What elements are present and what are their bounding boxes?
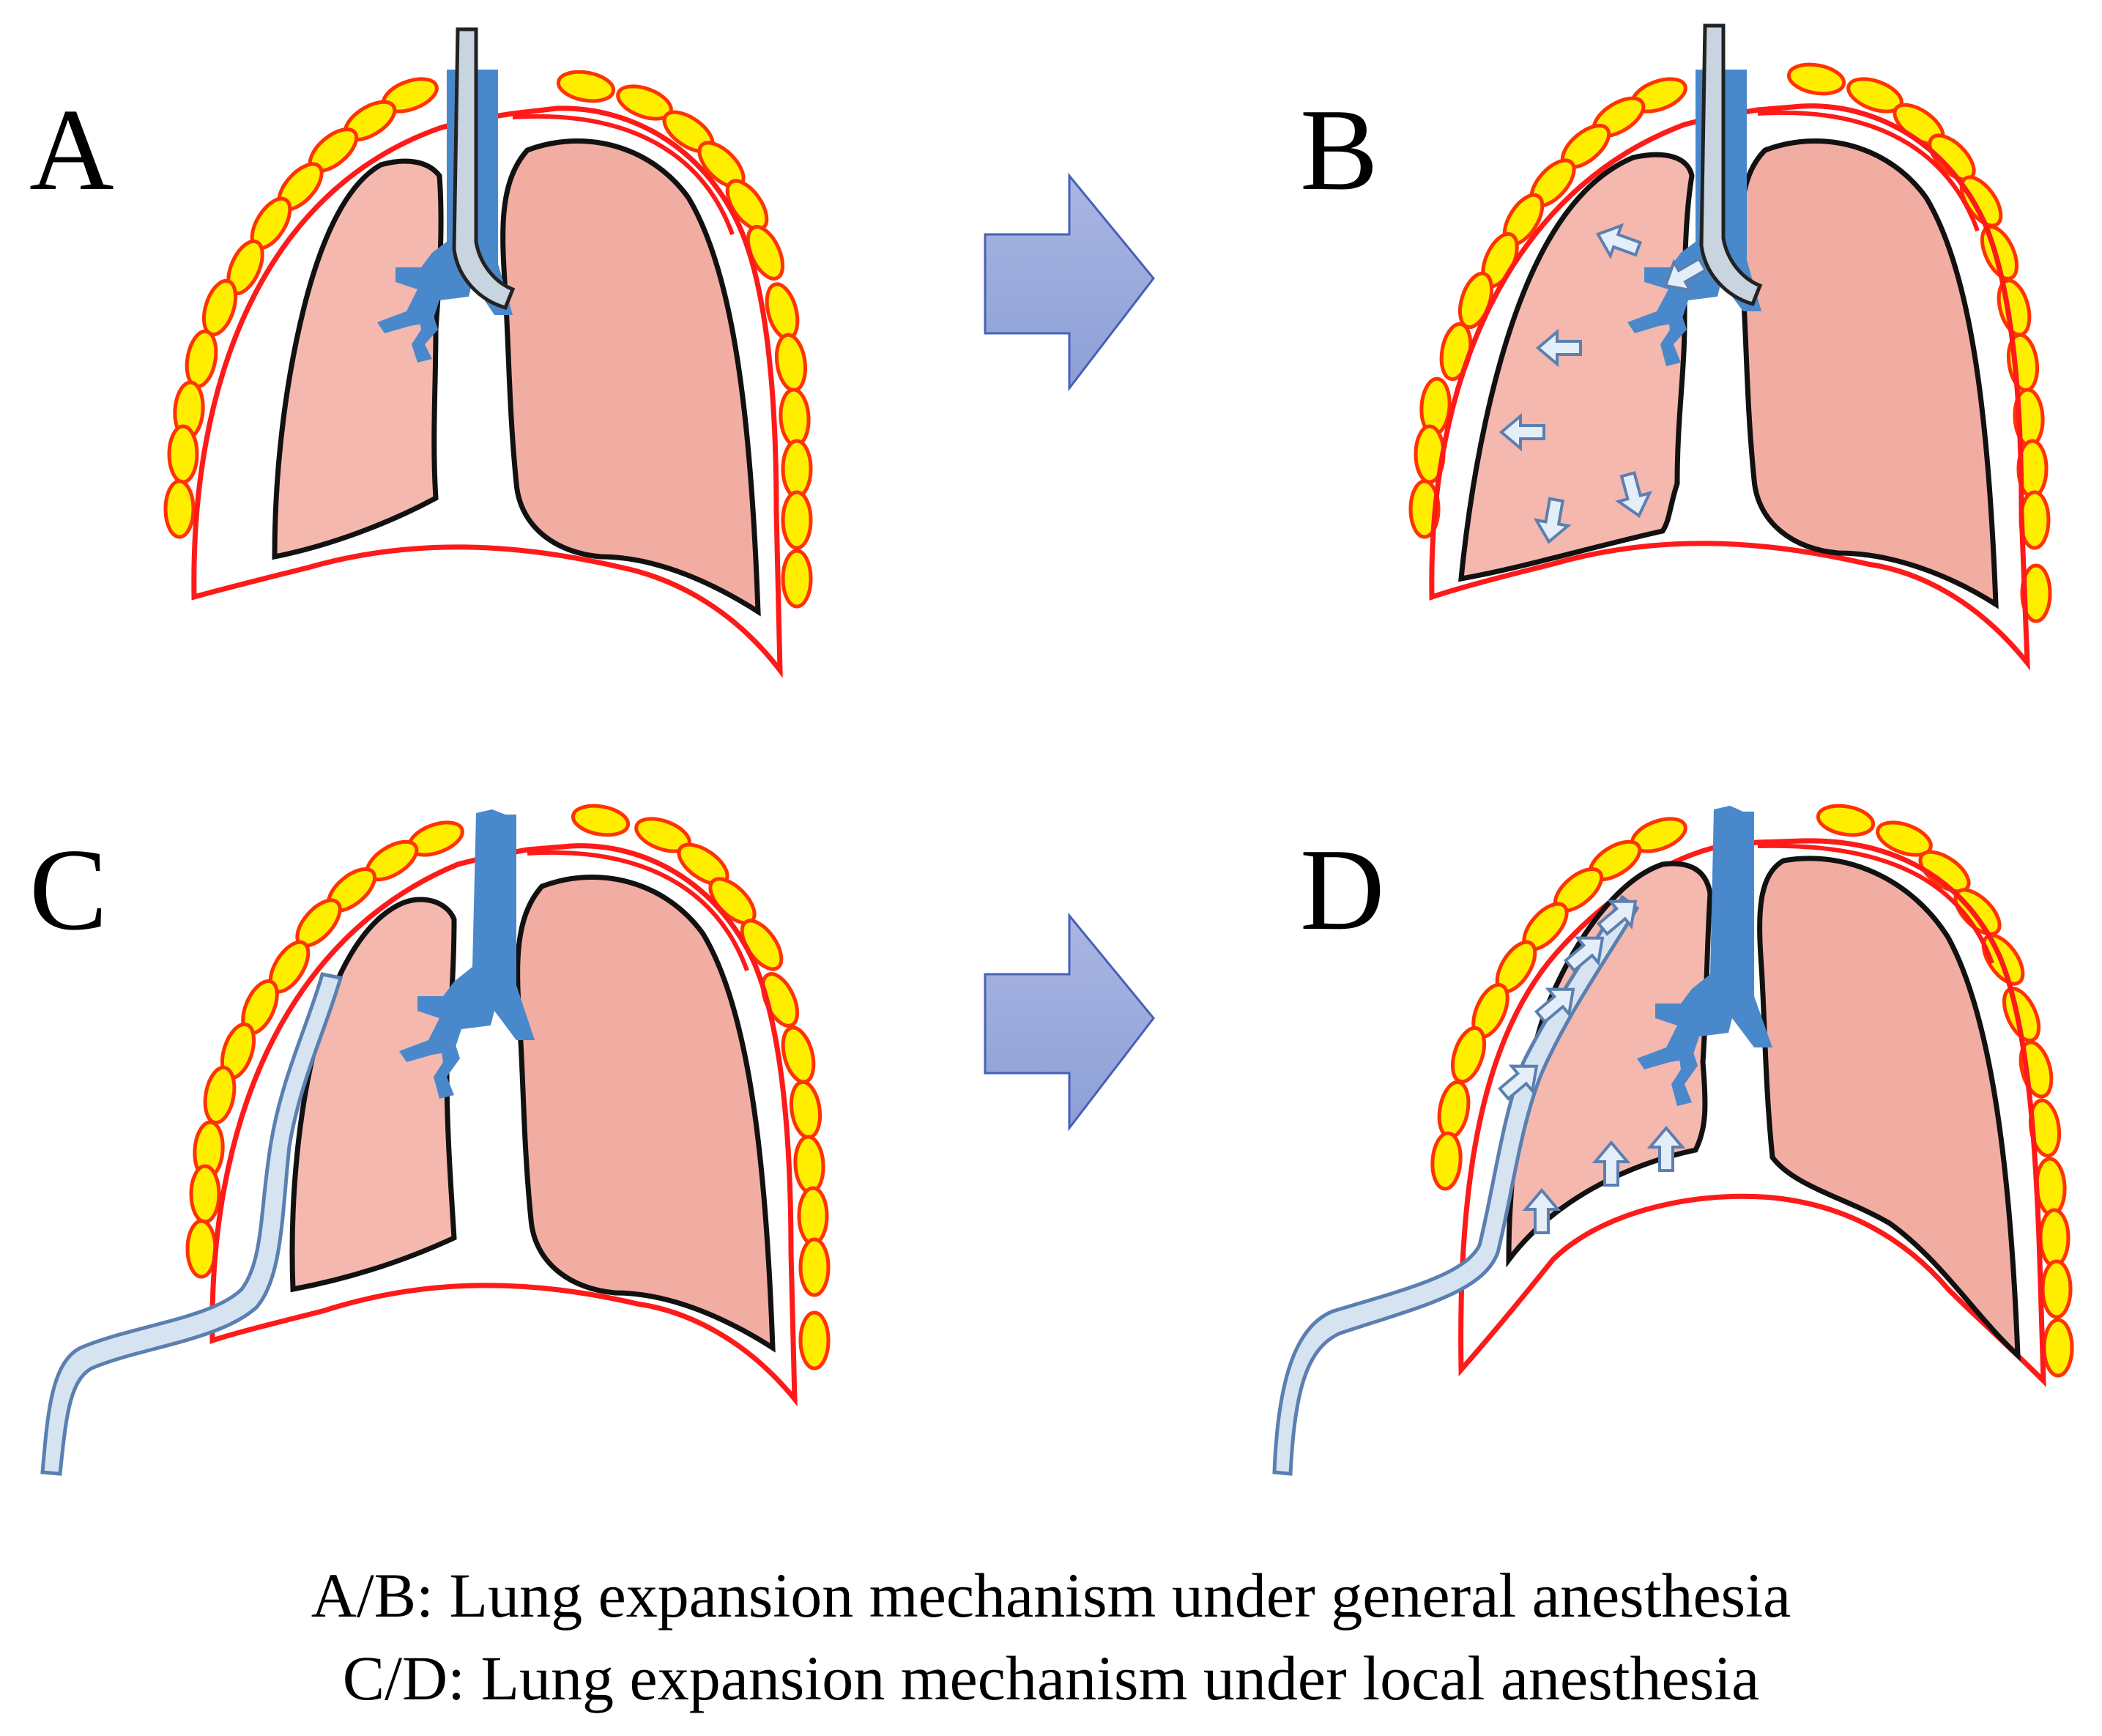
inner-pleura-a (512, 114, 735, 236)
endotracheal-tube-a (452, 27, 516, 311)
caption-general-anesthesia: A/B: Lung expansion mechanism under gene… (311, 1560, 1791, 1631)
panel-letter-b: B (1300, 84, 1378, 215)
panel-letter-a: A (29, 84, 114, 215)
right-lung-b (1458, 152, 1695, 582)
endotracheal-tube-b (1699, 23, 1763, 307)
right-lung-c (289, 897, 457, 1293)
inner-pleura-d (1757, 843, 1994, 965)
left-lung-b (1738, 138, 1999, 609)
panel-a: A (29, 27, 811, 678)
panel-c: C (29, 802, 828, 1476)
chest-wall-b (1429, 103, 2030, 671)
caption-local-anesthesia: C/D: Lung expansion mechanism under loca… (342, 1643, 1760, 1713)
left-lung-d (1757, 856, 2021, 1362)
chest-drain-c (40, 972, 343, 1476)
chest-wall-d (1458, 838, 2046, 1387)
panel-b: B (1300, 23, 2050, 671)
airway-c (399, 809, 535, 1062)
chest-drain-d (1272, 894, 1640, 1476)
panel-d: D (1272, 802, 2072, 1476)
left-lung-c (515, 875, 776, 1353)
left-lung-a (500, 138, 761, 617)
inner-pleura-b (1757, 111, 1980, 232)
panel-letter-d: D (1300, 824, 1385, 954)
panel-letter-c: C (29, 824, 108, 954)
airway-branch-b (1660, 300, 1687, 366)
airway-d (1637, 806, 1772, 1069)
chest-wall-a (191, 105, 783, 678)
chest-wall-c (209, 843, 798, 1407)
airway-branch-d (1671, 1036, 1698, 1106)
right-lung-a (272, 158, 444, 560)
transition-arrow-top (984, 172, 1155, 392)
inner-pleura-c (527, 850, 749, 972)
transition-arrow-bottom (984, 912, 1155, 1132)
airway-branch-c (434, 1029, 460, 1099)
airway-branch-a (412, 300, 438, 363)
